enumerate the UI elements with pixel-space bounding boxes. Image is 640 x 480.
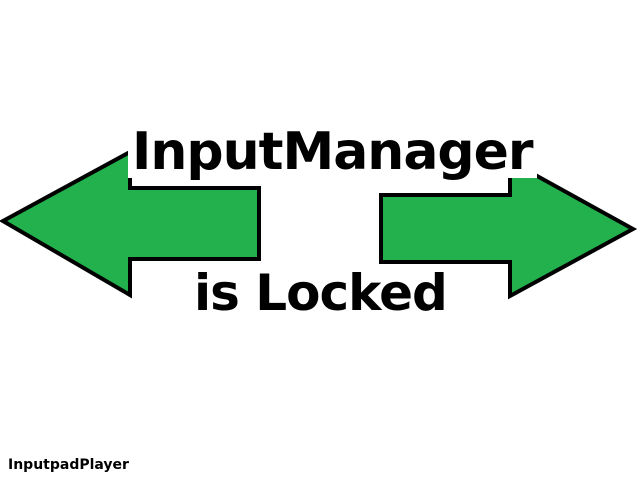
app-name-label: InputpadPlayer: [8, 457, 129, 473]
message-subtitle: is Locked: [194, 264, 448, 322]
message-title: InputManager: [128, 126, 537, 178]
